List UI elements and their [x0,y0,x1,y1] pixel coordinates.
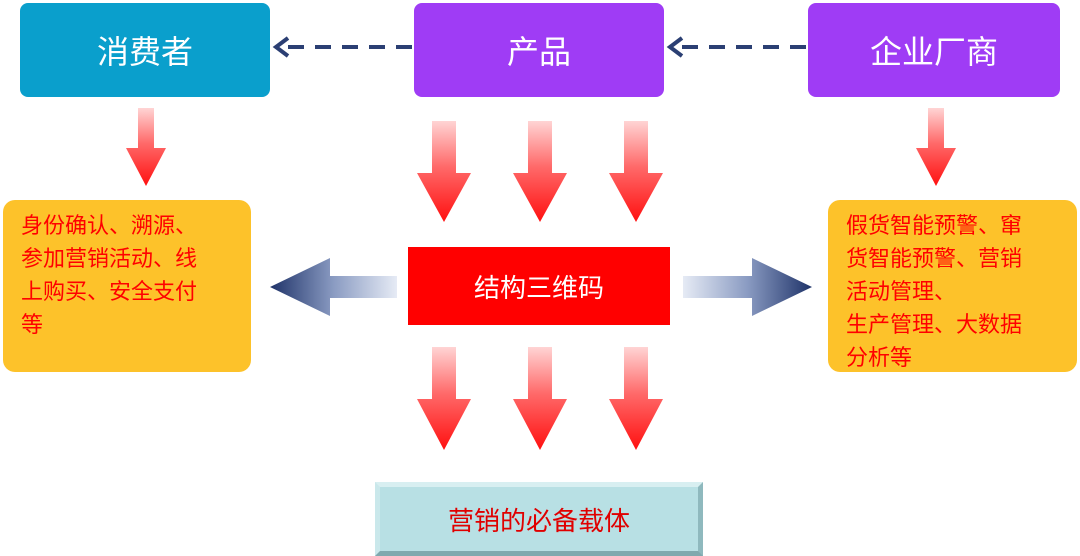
enterprise-benefits-box: 假货智能预警、窜 货智能预警、营销 活动管理、 生产管理、大数据 分析等 [828,200,1077,372]
qr-code-box: 结构三维码 [408,247,670,325]
qr-code-label: 结构三维码 [473,273,604,304]
down-arrow-qr-1 [417,347,471,450]
down-arrow-product-1 [417,121,471,222]
down-arrow-qr-2 [513,347,567,450]
carrier-box: 营销的必备载体 [375,482,703,556]
dashed-arrow-product-to-consumer [272,36,412,58]
consumer-box: 消费者 [20,3,270,97]
down-arrow-product-2 [513,121,567,222]
down-arrow-qr-3 [609,347,663,450]
side-arrow-left [270,258,397,316]
consumer-benefits-box: 身份确认、溯源、 参加营销活动、线 上购买、安全支付 等 [3,200,251,372]
down-arrow-enterprise [916,108,956,186]
product-box: 产品 [414,3,664,97]
side-arrow-right [683,258,812,316]
consumer-label: 消费者 [96,33,193,71]
down-arrow-product-3 [609,121,663,222]
carrier-label: 营销的必备载体 [447,506,630,537]
dashed-arrow-enterprise-to-product [666,36,806,58]
enterprise-label: 企业厂商 [869,33,998,71]
down-arrow-consumer [126,108,166,186]
enterprise-box: 企业厂商 [808,3,1060,97]
product-label: 产品 [506,33,571,71]
